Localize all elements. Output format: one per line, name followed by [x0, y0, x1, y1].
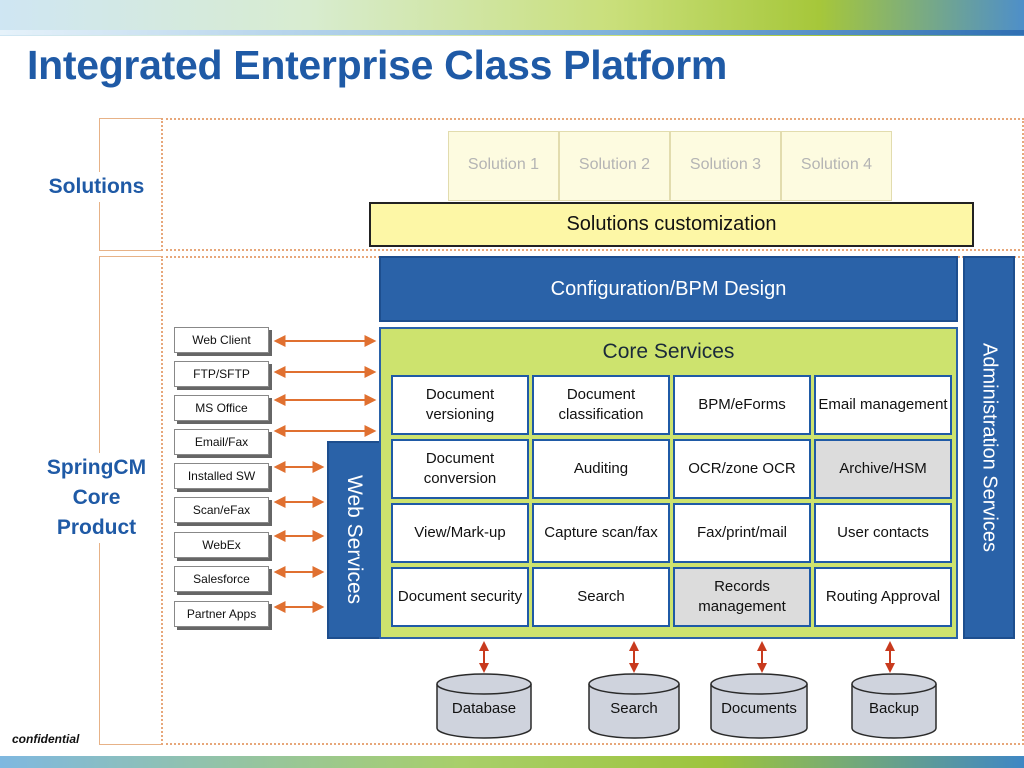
administration-services-box — [963, 256, 1015, 639]
service-view-markup: View/Mark-up — [391, 503, 529, 563]
service-email-management: Email management — [814, 375, 952, 435]
backup-cylinder — [851, 673, 937, 739]
client-web-client: Web Client — [174, 327, 269, 353]
administration-services: Administration Services — [963, 256, 1015, 639]
service-ocr-zone-ocr: OCR/zone OCR — [673, 439, 811, 499]
client-ftp-sftp: FTP/SFTP — [174, 361, 269, 387]
solution-3: Solution 3 — [670, 131, 781, 201]
client-webex: WebEx — [174, 532, 269, 558]
service-document-conversion: Document conversion — [391, 439, 529, 499]
solutions-region — [161, 118, 1024, 251]
core-product-label: SpringCM Core Product — [34, 453, 159, 543]
service-archive-hsm: Archive/HSM — [814, 439, 952, 499]
service-document-classification: Document classification — [532, 375, 670, 435]
database-cylinder — [436, 673, 532, 739]
service-auditing: Auditing — [532, 439, 670, 499]
client-salesforce: Salesforce — [174, 566, 269, 592]
storage-database: Database — [451, 700, 517, 717]
administration-services-label: Administration Services — [978, 343, 1001, 552]
service-fax-print-mail: Fax/print/mail — [673, 503, 811, 563]
confidential-label: confidential — [12, 732, 80, 746]
service-capture-scan-fax: Capture scan/fax — [532, 503, 670, 563]
service-records-management: Records management — [673, 567, 811, 627]
service-search: Search — [532, 567, 670, 627]
search-cylinder — [588, 673, 680, 739]
bottom-decorative-band — [0, 756, 1024, 768]
storage-backup: Backup — [868, 700, 920, 717]
web-services-label: Web Services — [343, 475, 366, 605]
documents-cylinder — [710, 673, 808, 739]
client-installed-sw: Installed SW — [174, 463, 269, 489]
solution-2: Solution 2 — [559, 131, 670, 201]
core-services-title: Core Services — [602, 340, 735, 363]
top-decorative-line — [0, 30, 1024, 35]
service-bpm-eforms: BPM/eForms — [673, 375, 811, 435]
service-routing-approval: Routing Approval — [814, 567, 952, 627]
client-email-fax: Email/Fax — [174, 429, 269, 455]
client-scan-efax: Scan/eFax — [174, 497, 269, 523]
storage-search: Search — [610, 700, 658, 717]
solution-1: Solution 1 — [448, 131, 559, 201]
service-document-security: Document security — [391, 567, 529, 627]
storage-documents: Documents — [721, 700, 797, 717]
solutions-label: Solutions — [34, 172, 159, 202]
configuration-bpm-design: Configuration/BPM Design — [379, 256, 958, 322]
page-title: Integrated Enterprise Class Platform — [27, 42, 728, 88]
service-document-versioning: Document versioning — [391, 375, 529, 435]
service-user-contacts: User contacts — [814, 503, 952, 563]
solutions-customization: Solutions customization — [369, 202, 974, 247]
client-partner-apps: Partner Apps — [174, 601, 269, 627]
solution-4: Solution 4 — [781, 131, 892, 201]
client-ms-office: MS Office — [174, 395, 269, 421]
web-services: Web Services — [327, 441, 381, 639]
